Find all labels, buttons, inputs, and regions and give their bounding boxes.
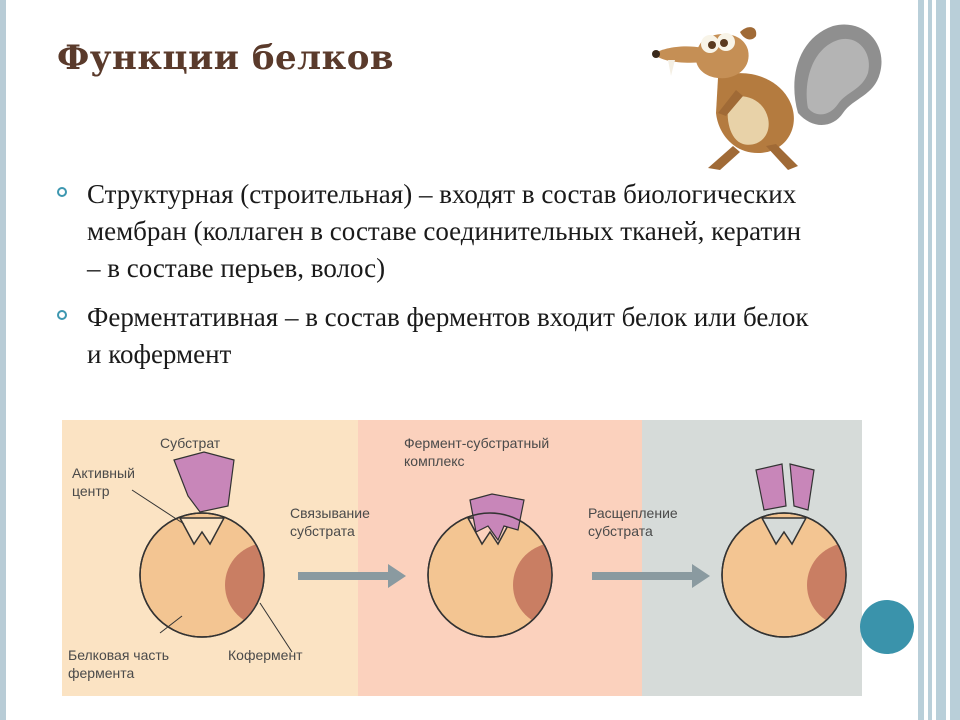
label-binding: Связывание bbox=[290, 505, 370, 521]
label-active-center-2: центр bbox=[72, 483, 110, 499]
enzyme-stage-1 bbox=[139, 512, 265, 638]
bound-substrate-shape bbox=[469, 493, 525, 542]
bullet-list: Структурная (строительная) – входят в со… bbox=[57, 176, 817, 385]
decorative-circle bbox=[860, 600, 914, 654]
slide-frame-left bbox=[0, 0, 6, 720]
label-protein-part: Белковая часть bbox=[68, 647, 169, 663]
arrow-cleavage bbox=[592, 564, 710, 588]
enzyme-substrate-diagram: Субстрат Активный центр Связывание субст… bbox=[62, 420, 862, 696]
enzyme-stage-3 bbox=[721, 512, 847, 638]
label-coenzyme: Кофермент bbox=[228, 647, 303, 663]
bullet-text: Структурная (строительная) – входят в со… bbox=[87, 179, 802, 283]
label-substrate: Субстрат bbox=[160, 435, 221, 451]
bullet-structural: Структурная (строительная) – входят в со… bbox=[57, 176, 817, 287]
squirrel-illustration-icon bbox=[648, 18, 896, 178]
label-complex: Фермент-субстратный bbox=[404, 435, 549, 451]
label-complex-2: комплекс bbox=[404, 453, 465, 469]
product-left-shape bbox=[755, 463, 787, 511]
slide-title: Функции белков bbox=[57, 38, 394, 78]
product-right-shape bbox=[789, 463, 815, 511]
bullet-marker-icon bbox=[57, 187, 67, 197]
label-protein-part-2: фермента bbox=[68, 665, 134, 681]
bullet-enzymatic: Ферментативная – в состав ферментов вход… bbox=[57, 299, 817, 373]
arrow-binding bbox=[298, 564, 406, 588]
substrate-shape bbox=[173, 451, 235, 513]
bullet-text: Ферментативная – в состав ферментов вход… bbox=[87, 302, 809, 369]
label-binding-2: субстрата bbox=[290, 523, 355, 539]
bullet-marker-icon bbox=[57, 310, 67, 320]
label-active-center: Активный bbox=[72, 465, 135, 481]
slide-frame-right bbox=[918, 0, 960, 720]
label-cleavage-2: субстрата bbox=[588, 523, 653, 539]
label-cleavage: Расщепление bbox=[588, 505, 678, 521]
enzyme-stage-2 bbox=[427, 493, 553, 638]
